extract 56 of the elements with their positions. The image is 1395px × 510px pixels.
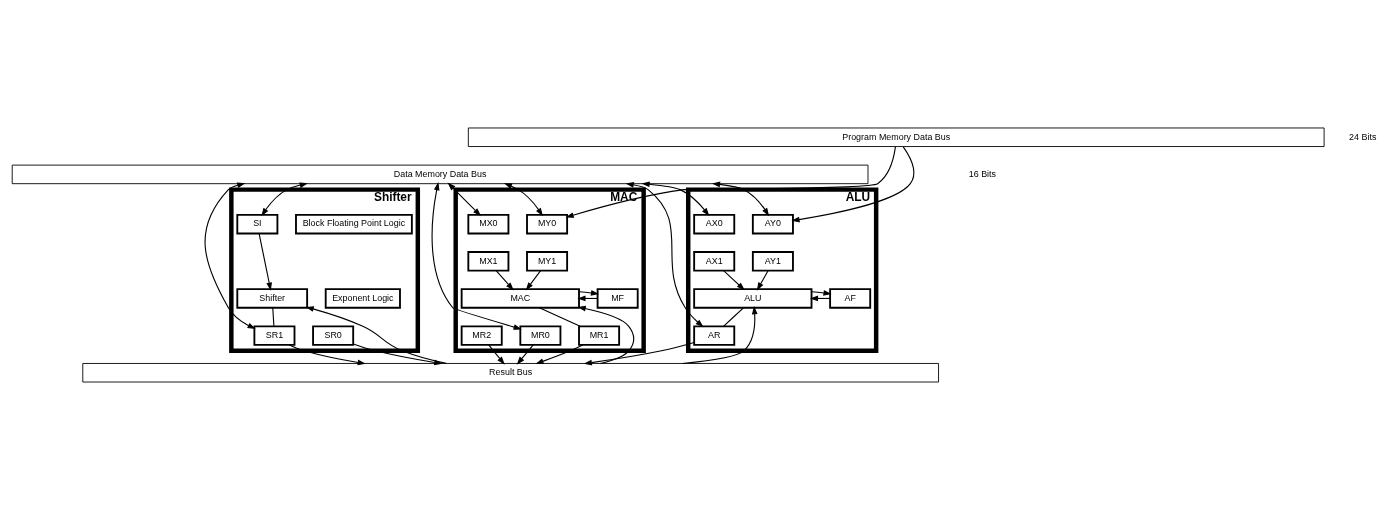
node-box: MR2 [460,325,503,346]
connector [722,307,745,327]
node-box: AX0 [693,213,736,235]
arrow [495,270,514,291]
node-box: MX0 [467,213,510,235]
label: 16 Bits [968,168,996,179]
node-box: MY0 [526,213,569,235]
arrow [756,270,769,291]
node-box: Data Memory Data Bus [11,164,869,185]
arrow [577,305,635,364]
node-box: Block Floating Point Logic [295,213,413,235]
arrow [431,182,522,330]
arrow [305,306,447,364]
arrow [565,146,896,218]
node-box: AF [829,288,872,309]
arrow [352,343,443,366]
arrow [258,233,272,291]
node-box: MY1 [526,251,569,272]
node-box: MR0 [519,325,562,346]
node-box: SR1 [253,325,296,346]
arrow [525,270,542,291]
arrow [711,181,770,217]
node-box: MF [596,288,639,309]
node-box: SI [236,213,279,235]
node-box: MAC [460,288,580,309]
arrow [503,183,543,217]
node-box: SR0 [312,325,355,346]
label: 24 Bits [1349,131,1377,142]
node-box: Program Memory Data Bus [467,127,1325,147]
arrow [791,146,915,223]
node-box: AY0 [751,213,794,235]
arrow [641,181,710,217]
arrow [288,344,366,366]
arrow [811,290,832,296]
arrow [723,270,745,291]
node-box: AY1 [751,251,794,272]
arrow [578,290,600,296]
connector [538,307,581,327]
arrow [625,182,704,328]
arrow [583,341,695,366]
connector [272,307,275,327]
arrow [261,182,308,217]
node-box: Exponent Logic [324,288,401,309]
node-box: MX1 [467,251,510,272]
node-box: Shifter [236,288,309,309]
arrow [516,344,534,365]
arrow [447,182,482,217]
node-box: AX1 [693,251,736,272]
arrow [488,344,505,365]
node-box: Result Bus [82,363,939,383]
node-box: AR [693,325,736,346]
arrow [681,306,758,364]
arrow [204,182,256,330]
node-box: ALU [693,288,813,309]
arrow [535,344,584,364]
node-box: MR1 [578,325,621,346]
